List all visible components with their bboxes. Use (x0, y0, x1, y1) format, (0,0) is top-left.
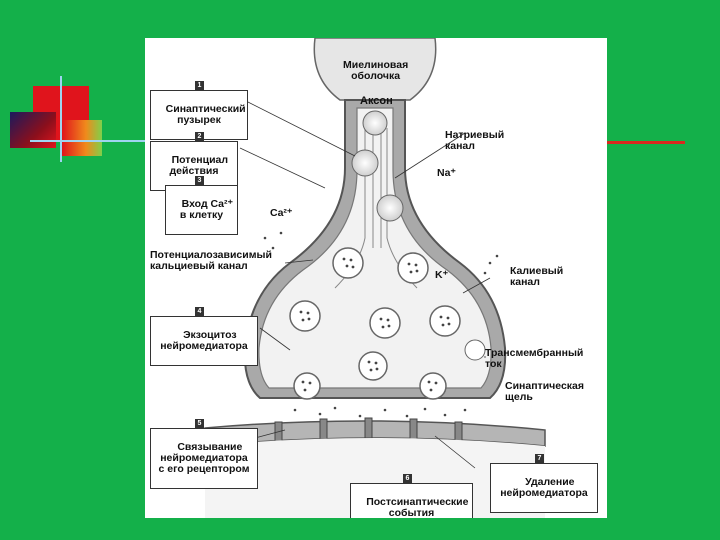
synapse-diagram: Миелиновая оболочка Аксон Натриевый кана… (145, 38, 607, 518)
sodium-channel-label: Натриевый канал (445, 129, 505, 152)
synapse-drawing (204, 38, 546, 518)
myelin-sheath (313, 38, 437, 101)
na-ion-label: Na⁺ (437, 167, 456, 179)
step-1-number: 1 (195, 81, 204, 90)
step-1-box: Синаптический пузырек (150, 90, 248, 140)
transmembrane-current-marker (464, 339, 486, 361)
axon-vesicle (376, 194, 404, 222)
horizontal-line-decoration (30, 140, 150, 142)
step-7-text: Удаление нейромедиатора (500, 476, 588, 499)
leader-lines (239, 97, 491, 469)
gradient-square-decoration (62, 120, 102, 156)
potassium-channel-label: Калиевый канал (510, 265, 564, 288)
step-2-number: 2 (195, 132, 204, 141)
neurotransmitter-dots (263, 231, 499, 418)
transmembrane-current-label: Трансмембранный ток (485, 347, 584, 370)
step-5-text: Связывание нейромедиатора с его рецептор… (158, 441, 250, 475)
step-3-text: Вход Ca²⁺ в клетку (179, 198, 233, 221)
step-3-number: 3 (195, 176, 204, 185)
step-1-text: Синаптический пузырек (165, 103, 246, 126)
step-6-text: Постсинаптические события (366, 496, 469, 519)
ca-ion-label: Ca²⁺ (270, 207, 293, 219)
axon-label: Аксон (360, 95, 393, 107)
step-5-number: 5 (195, 419, 204, 428)
k-ion-label: K⁺ (435, 269, 449, 281)
step-2-text: Потенциал действия (169, 154, 229, 177)
step-2-box: Потенциал действия (150, 141, 238, 191)
red-line-decoration (607, 141, 685, 144)
step-3-box: Вход Ca²⁺ в клетку (165, 185, 238, 235)
synaptic-cleft-label: Синаптическая щель (505, 380, 585, 403)
axon-vesicle (351, 149, 379, 177)
synaptic-vesicles (289, 247, 461, 400)
myelin-label: Миелиновая оболочка (343, 59, 409, 82)
step-5-box: Связывание нейромедиатора с его рецептор… (150, 428, 258, 489)
step-4-box: Экзоцитоз нейромедиатора (150, 316, 258, 366)
step-6-number: 6 (403, 474, 412, 483)
step-6-box: Постсинаптические события (350, 483, 473, 518)
vertical-line-decoration (60, 76, 62, 162)
step-4-number: 4 (195, 307, 204, 316)
step-4-text: Экзоцитоз нейромедиатора (160, 329, 248, 352)
voltage-ca-channel-label: Потенциалозависимый кальциевый канал (150, 249, 272, 272)
navy-square-decoration (10, 112, 56, 148)
step-7-box: Удаление нейромедиатора (490, 463, 598, 513)
axon-vesicle (362, 110, 388, 136)
step-7-number: 7 (535, 454, 544, 463)
